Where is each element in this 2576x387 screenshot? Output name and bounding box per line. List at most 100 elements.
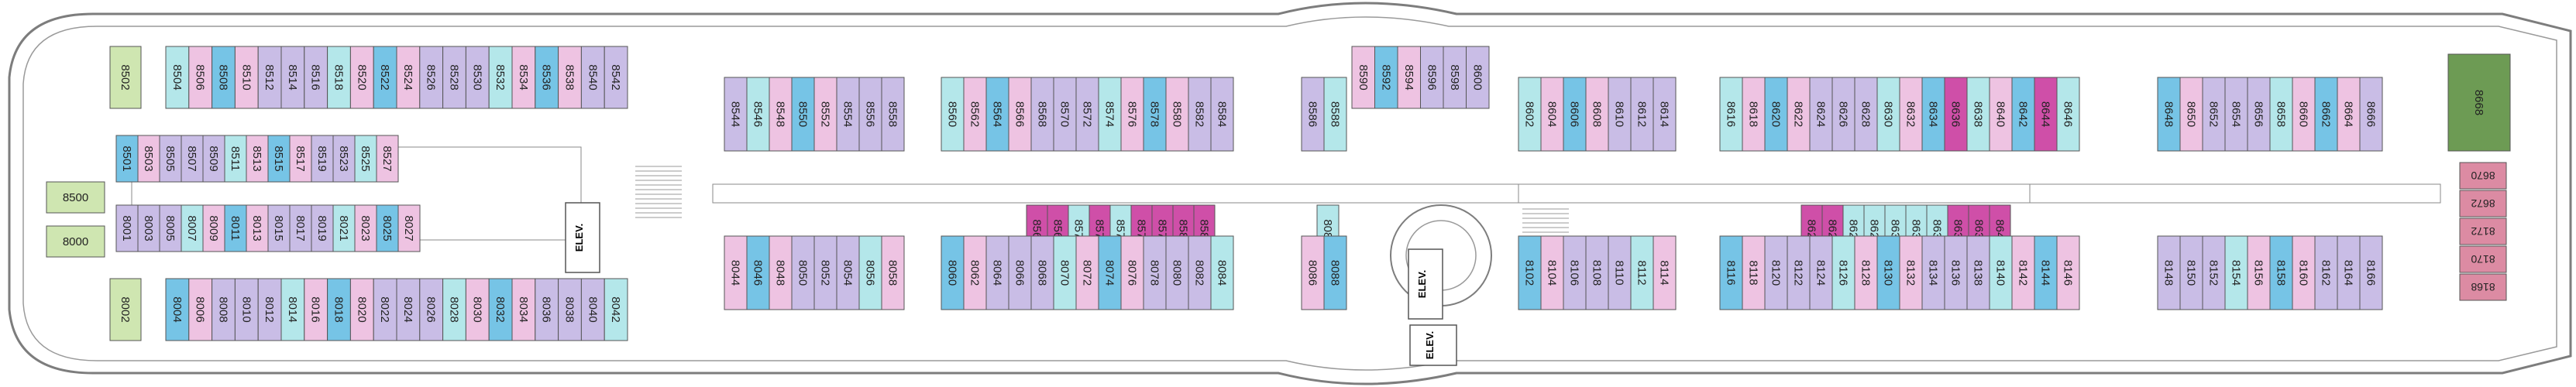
cabin-8626[interactable]: 8626: [1831, 77, 1855, 152]
cabin-8124[interactable]: 8124: [1809, 235, 1833, 310]
cabin-8564[interactable]: 8564: [985, 77, 1009, 152]
cabin-8012[interactable]: 8012: [257, 278, 282, 341]
cabin-8038[interactable]: 8038: [558, 278, 582, 341]
cabin-8120[interactable]: 8120: [1764, 235, 1788, 310]
cabin-8504[interactable]: 8504: [165, 46, 190, 109]
cabin-8050[interactable]: 8050: [791, 235, 815, 310]
cabin-8156[interactable]: 8156: [2247, 235, 2271, 310]
cabin-8644[interactable]: 8644: [2034, 77, 2058, 152]
cabin-8608[interactable]: 8608: [1585, 77, 1609, 152]
cabin-8132[interactable]: 8132: [1899, 235, 1923, 310]
cabin-8140[interactable]: 8140: [1989, 235, 2013, 310]
cabin-8556[interactable]: 8556: [858, 77, 882, 152]
cabin-8030[interactable]: 8030: [465, 278, 490, 341]
cabin-8518[interactable]: 8518: [327, 46, 351, 109]
cabin-8042[interactable]: 8042: [604, 278, 628, 341]
cabin-8074[interactable]: 8074: [1098, 235, 1122, 310]
cabin-8515[interactable]: 8515: [267, 135, 291, 183]
cabin-8054[interactable]: 8054: [836, 235, 860, 310]
cabin-8070[interactable]: 8070: [1053, 235, 1077, 310]
cabin-8560[interactable]: 8560: [941, 77, 965, 152]
cabin-8017[interactable]: 8017: [289, 204, 312, 252]
cabin-8162[interactable]: 8162: [2314, 235, 2338, 310]
cabin-8650[interactable]: 8650: [2179, 77, 2203, 152]
cabin-8640[interactable]: 8640: [1989, 77, 2013, 152]
cabin-8016[interactable]: 8016: [304, 278, 328, 341]
cabin-8006[interactable]: 8006: [188, 278, 213, 341]
cabin-8126[interactable]: 8126: [1831, 235, 1855, 310]
cabin-8122[interactable]: 8122: [1787, 235, 1811, 310]
cabin-8007[interactable]: 8007: [181, 204, 204, 252]
cabin-8536[interactable]: 8536: [535, 46, 559, 109]
cabin-8018[interactable]: 8018: [327, 278, 351, 341]
cabin-8634[interactable]: 8634: [1921, 77, 1945, 152]
cabin-8666[interactable]: 8666: [2359, 77, 2383, 152]
cabin-8632[interactable]: 8632: [1899, 77, 1923, 152]
cabin-8028[interactable]: 8028: [442, 278, 466, 341]
cabin-8076[interactable]: 8076: [1120, 235, 1144, 310]
cabin-8503[interactable]: 8503: [137, 135, 160, 183]
cabin-8509[interactable]: 8509: [202, 135, 225, 183]
cabin-8550[interactable]: 8550: [791, 77, 815, 152]
cabin-8118[interactable]: 8118: [1742, 235, 1766, 310]
cabin-8084[interactable]: 8084: [1210, 235, 1234, 310]
cabin-8022[interactable]: 8022: [373, 278, 397, 341]
cabin-8527[interactable]: 8527: [376, 135, 399, 183]
cabin-8600[interactable]: 8600: [1466, 46, 1490, 109]
cabin-8170[interactable]: 8170: [2459, 245, 2507, 273]
cabin-8044[interactable]: 8044: [724, 235, 748, 310]
cabin-8108[interactable]: 8108: [1585, 235, 1609, 310]
cabin-8616[interactable]: 8616: [1719, 77, 1743, 152]
cabin-8624[interactable]: 8624: [1809, 77, 1833, 152]
cabin-8024[interactable]: 8024: [396, 278, 421, 341]
cabin-8164[interactable]: 8164: [2337, 235, 2361, 310]
cabin-8522[interactable]: 8522: [373, 46, 397, 109]
cabin-8602[interactable]: 8602: [1518, 77, 1542, 152]
cabin-8056[interactable]: 8056: [858, 235, 882, 310]
cabin-8011[interactable]: 8011: [224, 204, 247, 252]
cabin-8082[interactable]: 8082: [1188, 235, 1212, 310]
cabin-8586[interactable]: 8586: [1301, 77, 1325, 152]
cabin-8514[interactable]: 8514: [280, 46, 305, 109]
cabin-8570[interactable]: 8570: [1053, 77, 1077, 152]
cabin-8612[interactable]: 8612: [1630, 77, 1654, 152]
cabin-8001[interactable]: 8001: [115, 204, 139, 252]
cabin-8080[interactable]: 8080: [1165, 235, 1189, 310]
cabin-8532[interactable]: 8532: [488, 46, 513, 109]
cabin-8112[interactable]: 8112: [1630, 235, 1654, 310]
cabin-8604[interactable]: 8604: [1540, 77, 1564, 152]
cabin-8638[interactable]: 8638: [1966, 77, 1990, 152]
cabin-8648[interactable]: 8648: [2157, 77, 2181, 152]
cabin-8660[interactable]: 8660: [2292, 77, 2316, 152]
cabin-8672[interactable]: 8672: [2459, 190, 2507, 217]
cabin-8520[interactable]: 8520: [349, 46, 374, 109]
cabin-8020[interactable]: 8020: [349, 278, 374, 341]
cabin-8574[interactable]: 8574: [1098, 77, 1122, 152]
cabin-8554[interactable]: 8554: [836, 77, 860, 152]
cabin-8636[interactable]: 8636: [1944, 77, 1968, 152]
cabin-8134[interactable]: 8134: [1921, 235, 1945, 310]
cabin-8052[interactable]: 8052: [813, 235, 837, 310]
cabin-8598[interactable]: 8598: [1443, 46, 1467, 109]
cabin-8540[interactable]: 8540: [580, 46, 605, 109]
cabin-8501[interactable]: 8501: [115, 135, 139, 183]
cabin-8642[interactable]: 8642: [2011, 77, 2035, 152]
cabin-8160[interactable]: 8160: [2292, 235, 2316, 310]
cabin-8552[interactable]: 8552: [813, 77, 837, 152]
cabin-8508[interactable]: 8508: [212, 46, 236, 109]
cabin-8021[interactable]: 8021: [332, 204, 356, 252]
cabin-8596[interactable]: 8596: [1420, 46, 1444, 109]
cabin-8060[interactable]: 8060: [941, 235, 965, 310]
cabin-8656[interactable]: 8656: [2247, 77, 2271, 152]
cabin-8005[interactable]: 8005: [159, 204, 182, 252]
cabin-8618[interactable]: 8618: [1742, 77, 1766, 152]
cabin-8558[interactable]: 8558: [881, 77, 905, 152]
cabin-8546[interactable]: 8546: [746, 77, 770, 152]
cabin-8511[interactable]: 8511: [224, 135, 247, 183]
cabin-8008[interactable]: 8008: [212, 278, 236, 341]
cabin-8026[interactable]: 8026: [419, 278, 444, 341]
cabin-8136[interactable]: 8136: [1944, 235, 1968, 310]
cabin-8114[interactable]: 8114: [1653, 235, 1677, 310]
cabin-8066[interactable]: 8066: [1008, 235, 1032, 310]
cabin-8027[interactable]: 8027: [397, 204, 421, 252]
